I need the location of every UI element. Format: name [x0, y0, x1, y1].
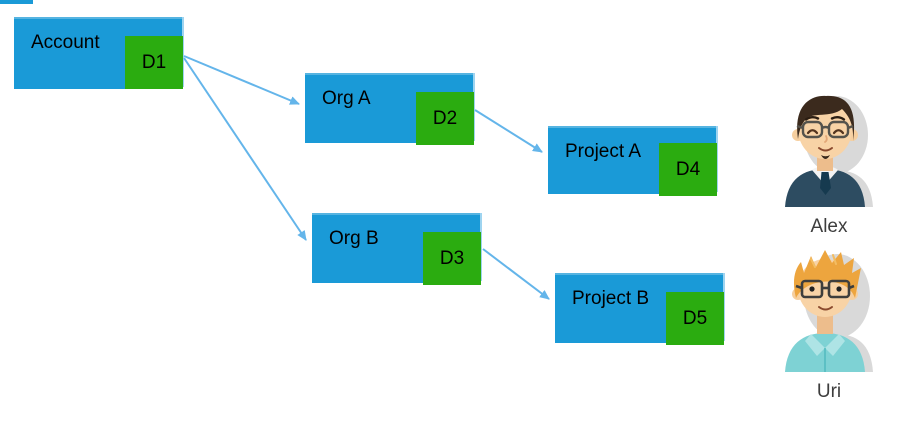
node-org-a-badge: D2 [416, 92, 474, 145]
node-project-b-label: Project B [572, 288, 650, 309]
node-project-b-badge: D5 [666, 292, 724, 345]
node-project-a: Project A D4 [548, 126, 720, 200]
user-uri: Uri [780, 246, 878, 403]
avatar-uri [785, 250, 873, 372]
node-project-b: Project B D5 [555, 273, 727, 347]
glasses [795, 279, 855, 299]
cropped-shape-sliver [0, 0, 33, 4]
edge-d1-to-org-a [183, 55, 300, 105]
edge-d1-to-org-b [183, 57, 307, 241]
avatar-alex [785, 95, 873, 207]
node-org-a-label: Org A [322, 88, 371, 109]
node-account: Account D1 [14, 17, 186, 91]
edge-d2-to-project-a [474, 109, 543, 153]
node-project-a-badge: D4 [659, 143, 717, 196]
node-org-b: Org B D3 [312, 213, 484, 287]
user-alex: Alex [780, 93, 878, 238]
node-account-label: Account [31, 32, 100, 53]
node-org-b-badge: D3 [423, 232, 481, 285]
user-alex-label: Alex [810, 216, 848, 237]
node-account-badge: D1 [125, 36, 183, 89]
node-project-a-label: Project A [565, 141, 642, 162]
glasses [796, 120, 854, 139]
user-uri-label: Uri [816, 381, 842, 402]
node-org-a: Org A D2 [305, 73, 477, 147]
node-org-b-label: Org B [329, 228, 379, 249]
edge-d3-to-project-b [482, 248, 550, 300]
avatar-figure [785, 250, 865, 372]
avatar-figure [785, 95, 865, 207]
